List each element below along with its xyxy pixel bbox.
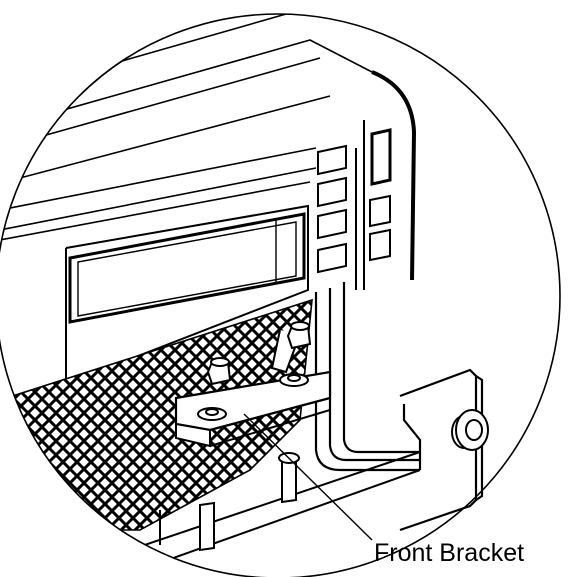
front-bracket-label: Front Bracket bbox=[374, 539, 525, 567]
magnifier-outline bbox=[0, 13, 561, 577]
thumb-screw bbox=[451, 409, 489, 451]
side-rail-slot bbox=[314, 282, 420, 472]
front-corner bbox=[371, 70, 417, 281]
callout-leader-line bbox=[243, 413, 373, 541]
display-window bbox=[65, 204, 309, 385]
magnified-view bbox=[0, 14, 421, 577]
chassis-top bbox=[0, 14, 373, 179]
front-buttons bbox=[317, 120, 392, 290]
fasteners bbox=[197, 321, 312, 421]
vent-mesh bbox=[0, 298, 313, 531]
mounting-posts bbox=[199, 452, 300, 552]
front-panel bbox=[0, 147, 317, 241]
